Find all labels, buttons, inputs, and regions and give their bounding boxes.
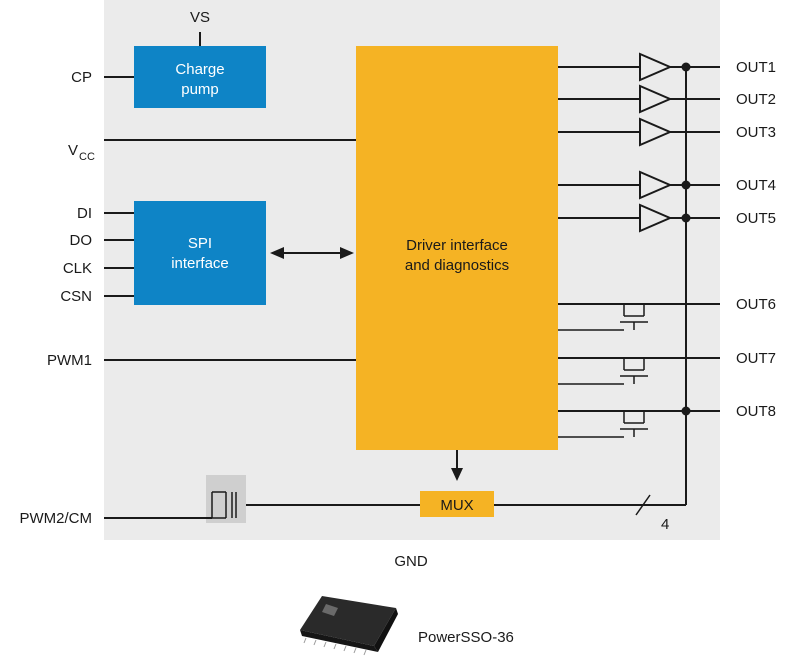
driver-interface-block (356, 46, 558, 450)
pin-vcc-subscript: CC (79, 151, 95, 163)
bus-width-label: 4 (661, 516, 669, 533)
out6-label: OUT6 (736, 296, 776, 313)
out5-label: OUT5 (736, 210, 776, 227)
pin-pwm2-label: PWM2/CM (20, 510, 93, 527)
out3-label: OUT3 (736, 124, 776, 141)
driver-label-line1: Driver interface (406, 237, 508, 254)
pin-vcc-label: V (68, 142, 78, 159)
spi-label-line2: interface (171, 255, 229, 272)
package-label: PowerSSO-36 (418, 629, 514, 646)
mux-label: MUX (440, 497, 473, 514)
pin-pwm1-label: PWM1 (47, 352, 92, 369)
junction-dot (681, 180, 691, 190)
charge-pump-label-line2: pump (181, 81, 219, 98)
driver-label-line2: and diagnostics (405, 257, 509, 274)
arrow-left-icon (270, 247, 284, 259)
mux-block (420, 491, 494, 517)
out4-label: OUT4 (736, 177, 776, 194)
spi-label-line1: SPI (188, 235, 212, 252)
junction-dot (681, 213, 691, 223)
pwm2-transistor-symbol (211, 491, 237, 519)
junction-dot (681, 406, 691, 416)
charge-pump-label-line1: Charge (175, 61, 224, 78)
spi-interface-block (134, 201, 266, 305)
arrow-right-icon (340, 247, 354, 259)
pin-cp-label: CP (71, 69, 92, 86)
out8-label: OUT8 (736, 403, 776, 420)
out7-label: OUT7 (736, 350, 776, 367)
package-chip-icon (300, 596, 398, 656)
pin-csn-label: CSN (60, 288, 92, 305)
pin-clk-label: CLK (63, 260, 92, 277)
output-buffers (558, 52, 720, 233)
pin-gnd-label: GND (394, 553, 428, 570)
out2-label: OUT2 (736, 91, 776, 108)
out1-label: OUT1 (736, 59, 776, 76)
pin-do-label: DO (70, 232, 93, 249)
pin-vs-label: VS (190, 9, 210, 26)
arrow-down-icon (451, 468, 463, 481)
output-switches (558, 303, 720, 438)
charge-pump-block (134, 46, 266, 108)
junction-dot (681, 62, 691, 72)
pin-di-label: DI (77, 205, 92, 222)
